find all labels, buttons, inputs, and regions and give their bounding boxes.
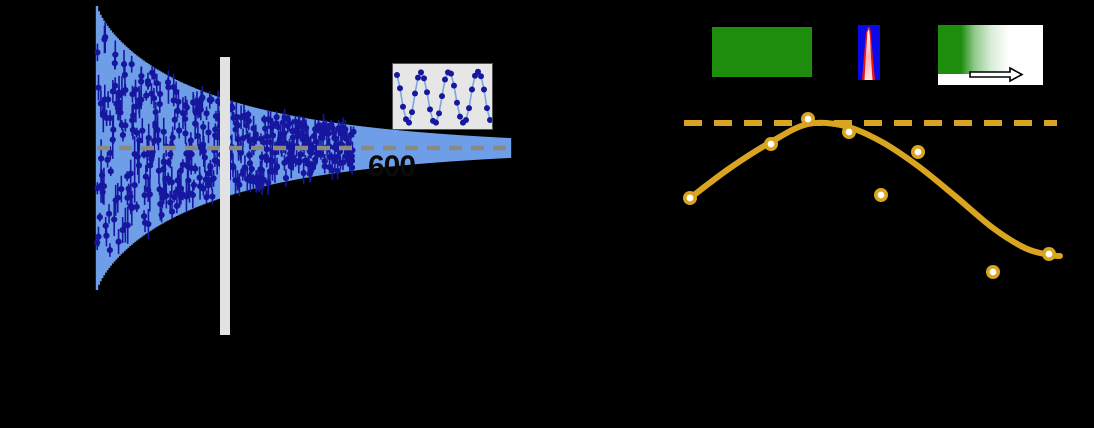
inset-data-point	[487, 117, 492, 124]
data-point	[845, 128, 853, 136]
zoom-inset-plot	[394, 68, 492, 126]
inset-data-point	[421, 75, 427, 82]
fit-curve	[687, 119, 1063, 259]
efficiency-panel	[547, 0, 1094, 428]
data-point	[804, 115, 812, 123]
data-point	[767, 140, 775, 148]
inset-data-point	[409, 109, 415, 116]
gradient-fade	[961, 25, 1010, 75]
inset-data-point	[412, 90, 418, 97]
efficiency-plot	[683, 112, 1063, 279]
gradient-green-block	[938, 25, 962, 75]
inset-data-point	[415, 74, 421, 81]
data-point	[989, 268, 997, 276]
inset-data-point	[466, 105, 472, 112]
beam-profile-thumbnail	[858, 25, 880, 80]
inset-data-point	[454, 99, 460, 106]
inset-data-point	[433, 119, 439, 126]
inset-data-point	[478, 73, 484, 80]
gradient-background	[938, 25, 1043, 85]
oscillation-plot	[94, 6, 512, 335]
beam-peak-icon	[862, 27, 875, 80]
inset-data-point	[418, 69, 424, 76]
inset-data-point	[424, 89, 430, 96]
inset-data-point	[481, 86, 487, 93]
inset-data-point	[394, 71, 400, 78]
green-solid-thumbnail	[712, 27, 812, 77]
inset-data-point	[397, 85, 403, 92]
inset-markers	[394, 68, 492, 126]
data-point	[914, 148, 922, 156]
inset-data-point	[457, 113, 463, 120]
inset-data-point	[448, 70, 454, 77]
inset-data-point	[400, 103, 406, 110]
inset-data-point	[442, 76, 448, 83]
data-point	[877, 191, 885, 199]
data-markers	[683, 112, 1056, 279]
annotation-leader-line	[339, 181, 453, 291]
inset-data-point	[484, 105, 490, 112]
inset-data-point	[469, 86, 475, 93]
highlight-band	[220, 57, 230, 335]
inset-data-point	[463, 117, 469, 124]
oscillation-panel: 600	[94, 6, 512, 335]
zoom-inset	[392, 63, 493, 130]
beam-background	[858, 25, 880, 80]
inset-data-point	[451, 82, 457, 89]
inset-data-point	[475, 68, 481, 75]
inset-data-point	[406, 119, 412, 126]
gradient-arrow-thumbnail	[938, 25, 1043, 85]
data-point	[1045, 250, 1053, 258]
inset-data-point	[427, 106, 433, 113]
right-arrow-icon	[969, 66, 1024, 83]
data-point	[686, 194, 694, 202]
inset-data-point	[436, 110, 442, 117]
inset-data-point	[439, 93, 445, 100]
annotation-600: 600	[368, 150, 416, 183]
green-fill	[712, 27, 812, 77]
